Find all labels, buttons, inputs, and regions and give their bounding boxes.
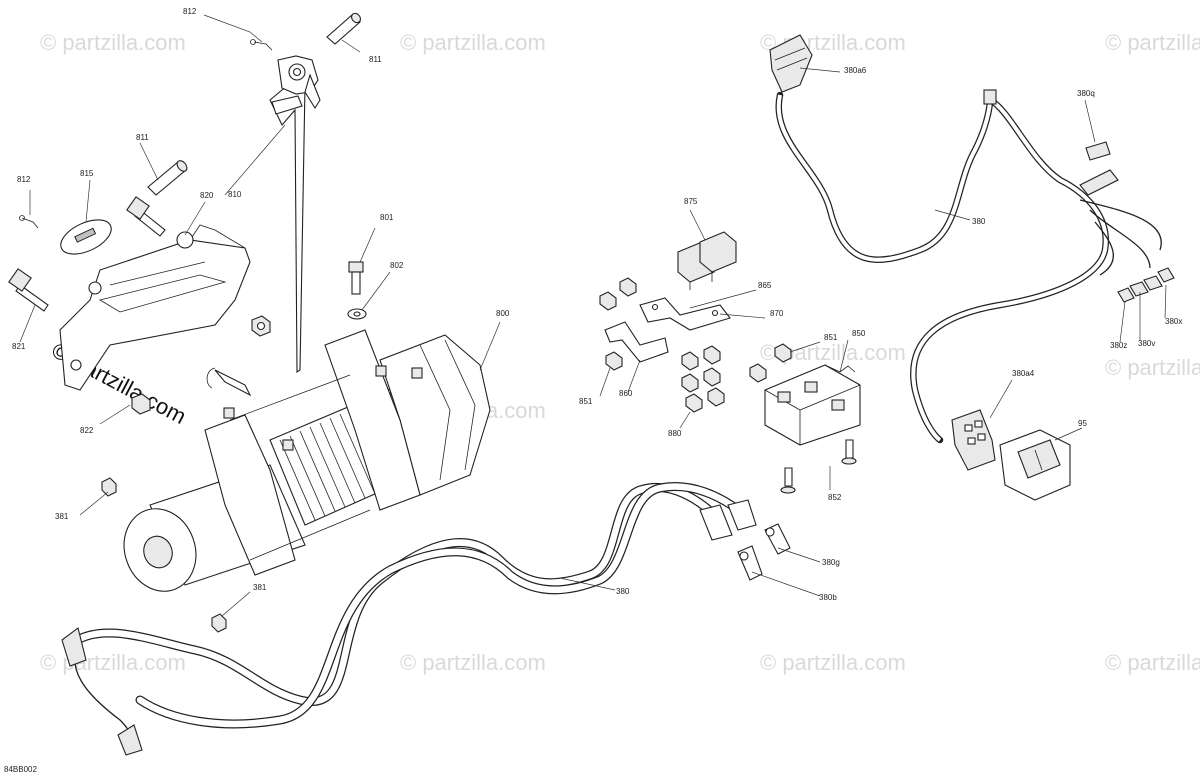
connector-380a4 xyxy=(951,409,996,471)
callout-865: 865 xyxy=(758,281,772,290)
screws-852 xyxy=(780,439,857,494)
nut-381-bottom xyxy=(211,613,227,633)
callout-851: 851 xyxy=(579,397,593,406)
watermark: © partzilla.com xyxy=(40,650,186,675)
terminals-380x-380v-380z xyxy=(1117,267,1175,303)
watermark: © partzilla.com xyxy=(1105,30,1200,55)
washer-802 xyxy=(347,308,367,320)
pin-811-left xyxy=(147,160,188,196)
callout-811: 811 xyxy=(136,133,149,142)
callout-labels: 812 811 811 815 812 820 810 821 822 801 … xyxy=(4,7,1182,774)
callout-815: 815 xyxy=(80,169,94,178)
callout-95: 95 xyxy=(1078,419,1087,428)
clip-812-left xyxy=(19,215,39,229)
callout-860: 860 xyxy=(619,389,633,398)
nut-822 xyxy=(131,393,151,415)
callout-810: 810 xyxy=(228,190,242,199)
leader-lines xyxy=(19,14,1167,617)
callout-380q: 380q xyxy=(1077,89,1095,98)
harness-380-upper xyxy=(775,89,1162,444)
callout-380a4: 380a4 xyxy=(1012,369,1035,378)
harness-380-lower xyxy=(61,482,757,756)
callout-380x: 380x xyxy=(1165,317,1182,326)
callout-820: 820 xyxy=(200,191,214,200)
callout-801: 801 xyxy=(380,213,394,222)
watermark: © partzilla.com xyxy=(1105,650,1200,675)
callout-812: 812 xyxy=(17,175,31,184)
watermark-layer: © partzilla.com © partzilla.com © partzi… xyxy=(40,30,1200,675)
watermark: © partzilla.com xyxy=(1105,355,1200,380)
callout-381: 381 xyxy=(55,512,69,521)
callout-380z: 380z xyxy=(1110,341,1127,350)
callout-380a6: 380a6 xyxy=(844,66,867,75)
contactor-850 xyxy=(764,364,861,446)
callout-851: 851 xyxy=(824,333,838,342)
nuts-880 xyxy=(681,345,725,413)
nuts-851 xyxy=(599,277,792,383)
winch-strap-810 xyxy=(269,55,321,374)
watermark: © partzilla.com xyxy=(760,650,906,675)
callout-811: 811 xyxy=(369,55,382,64)
roller-815 xyxy=(60,219,112,255)
callout-822: 822 xyxy=(80,426,94,435)
connector-380a6 xyxy=(769,34,813,93)
bolt-fairlead-upper xyxy=(126,196,166,237)
clevis-pin-811 xyxy=(326,12,361,45)
callout-875: 875 xyxy=(684,197,698,206)
bracket-860 xyxy=(604,321,669,363)
winch-800 xyxy=(123,329,491,592)
callout-380b: 380b xyxy=(819,593,837,602)
callout-802: 802 xyxy=(390,261,404,270)
watermark: © partzilla.com xyxy=(400,30,546,55)
bracket-865 xyxy=(639,297,731,331)
cotter-pin-812 xyxy=(250,39,273,51)
ring-terminals-380g-380b xyxy=(737,523,791,581)
callout-380v: 380v xyxy=(1138,339,1155,348)
bolt-801 xyxy=(348,261,364,295)
diagram-code: 84BB002 xyxy=(4,765,37,774)
fairlead-bracket-820 xyxy=(59,224,251,391)
callout-380g: 380g xyxy=(822,558,840,567)
relay-pair-875 xyxy=(677,231,737,290)
nut-381-top xyxy=(101,477,117,497)
callout-821: 821 xyxy=(12,342,26,351)
callout-850: 850 xyxy=(852,329,866,338)
bolt-821 xyxy=(8,268,49,312)
callout-812: 812 xyxy=(183,7,197,16)
watermark: © partzilla.com xyxy=(40,30,186,55)
callout-800: 800 xyxy=(496,309,510,318)
callout-380: 380 xyxy=(616,587,630,596)
watermark: © partzilla.com xyxy=(400,650,546,675)
rocker-switch-95 xyxy=(999,429,1071,501)
callout-381: 381 xyxy=(253,583,267,592)
callout-880: 880 xyxy=(668,429,682,438)
callout-380: 380 xyxy=(972,217,986,226)
callout-870: 870 xyxy=(770,309,784,318)
nut-fairlead xyxy=(251,315,271,337)
callout-852: 852 xyxy=(828,493,842,502)
